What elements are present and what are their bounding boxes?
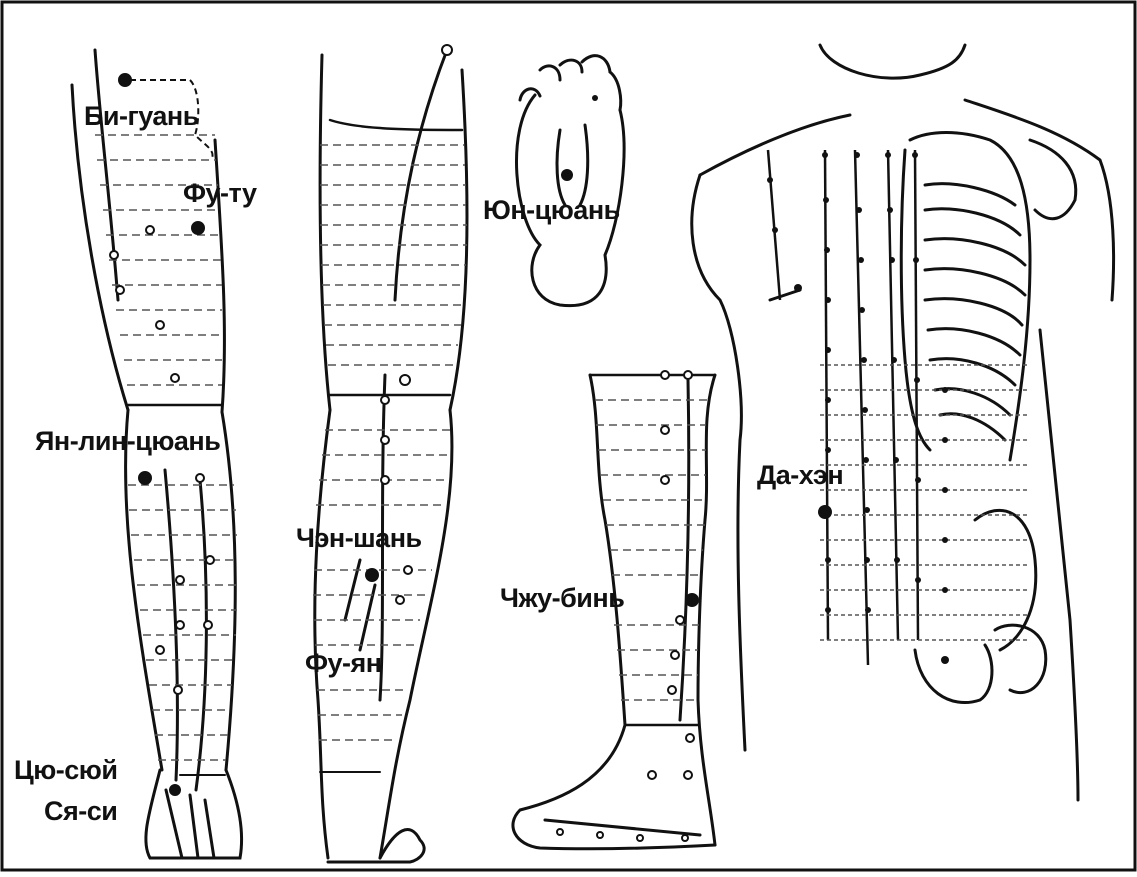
label-fu-tu: Фу-ту — [183, 180, 256, 207]
label-yun-quan: Юн-цюань — [483, 197, 620, 224]
label-yan-lin-quan: Ян-лин-цюань — [35, 428, 220, 455]
label-chzhu-bin: Чжу-бинь — [500, 585, 624, 612]
label-da-hen: Да-хэн — [757, 462, 843, 489]
foot-sole-points — [561, 95, 598, 181]
torso-meridians — [768, 150, 918, 665]
label-bi-guan: Би-гуань — [84, 103, 199, 130]
label-fu-yan: Фу-ян — [305, 650, 382, 677]
foot-sole — [516, 56, 624, 306]
label-chen-shan: Чэн-шань — [296, 525, 422, 552]
leg-side-guides — [595, 400, 708, 700]
label-tsyu-syui: Цю-сюй — [14, 757, 117, 784]
label-sya-si: Ся-си — [44, 798, 117, 825]
torso — [692, 45, 1114, 800]
